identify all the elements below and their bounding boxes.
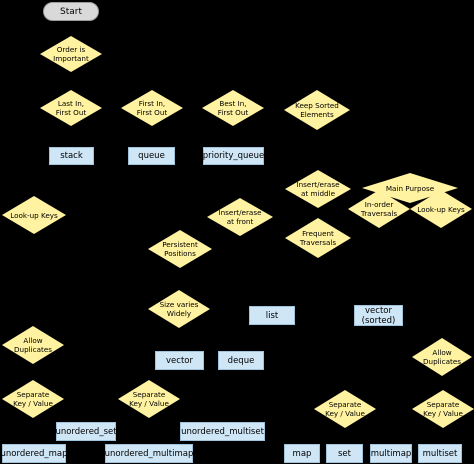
- decision-label: Keep Sorted Elements: [295, 101, 339, 119]
- container-unordered-map: unordered_map: [0, 444, 68, 463]
- decision-lifo: Last In, First Out: [40, 90, 102, 126]
- decision-label: Main Purpose: [385, 183, 435, 193]
- container-unordered-multimap: unordered_multimap: [105, 444, 193, 463]
- decision-insert-middle: Insert/erase at middle: [285, 170, 351, 208]
- decision-separate-key-value-right2: Separate Key / Value: [412, 390, 474, 428]
- decision-label: Separate Key / Value: [13, 390, 53, 408]
- decision-insert-front: Insert/erase at front: [207, 198, 273, 236]
- decision-bifo: Best In, First Out: [202, 90, 264, 126]
- decision-label: Order is Important: [53, 45, 89, 63]
- decision-frequent-traversals: Frequent Traversals: [285, 218, 351, 258]
- decision-separate-key-value-right1: Separate Key / Value: [314, 390, 376, 428]
- container-label: priority_queue: [202, 151, 265, 161]
- container-label: list: [265, 310, 279, 321]
- start-terminal: Start: [43, 2, 99, 21]
- container-map: map: [284, 444, 320, 463]
- start-label: Start: [60, 6, 82, 17]
- container-label: multiset: [422, 448, 458, 459]
- decision-label: Allow Duplicates: [423, 348, 461, 366]
- container-label: unordered_multiset: [181, 426, 264, 437]
- decision-label: Look-up Keys: [10, 210, 58, 220]
- container-label: unordered_multimap: [104, 448, 194, 459]
- container-deque: deque: [218, 351, 264, 370]
- container-unordered-set: unordered_set: [55, 422, 117, 441]
- container-unordered-multiset: unordered_multiset: [180, 422, 265, 441]
- decision-label: In-order Traversals: [360, 200, 398, 218]
- container-label: deque: [227, 355, 255, 366]
- decision-label: Best In, First Out: [217, 99, 249, 117]
- decision-label: Look-up Keys: [417, 204, 465, 214]
- decision-label: Separate Key / Value: [129, 390, 169, 408]
- decision-label: Size varies Widely: [159, 300, 199, 318]
- decision-label: Persistent Positions: [162, 240, 198, 258]
- decision-inorder-traversals: In-order Traversals: [348, 190, 410, 228]
- decision-label: Separate Key / Value: [423, 400, 463, 418]
- container-priority-queue: priority_queue: [203, 147, 264, 165]
- decision-persistent-positions: Persistent Positions: [148, 230, 212, 268]
- decision-allow-duplicates-left: Allow Duplicates: [2, 326, 64, 364]
- decision-label: Insert/erase at front: [218, 208, 262, 226]
- decision-order-important: Order is Important: [40, 36, 102, 72]
- decision-separate-key-value-left2: Separate Key / Value: [118, 380, 180, 418]
- container-label: stack: [60, 151, 83, 161]
- container-vector: vector: [155, 351, 204, 370]
- container-label: unordered_map: [0, 448, 68, 459]
- decision-label: Last In, First Out: [55, 99, 87, 117]
- container-stack: stack: [49, 147, 94, 165]
- container-multiset: multiset: [418, 444, 462, 463]
- decision-label: Separate Key / Value: [325, 400, 365, 418]
- container-multimap: multimap: [370, 444, 412, 463]
- decision-size-varies: Size varies Widely: [148, 290, 210, 328]
- decision-fifo: First In, First Out: [121, 90, 183, 126]
- container-label: multimap: [370, 448, 412, 459]
- decision-lookup-keys-right: Look-up Keys: [410, 190, 472, 228]
- decision-allow-duplicates-right: Allow Duplicates: [412, 338, 472, 376]
- decision-label: Insert/erase at middle: [296, 180, 340, 198]
- container-label: unordered_set: [55, 426, 117, 437]
- container-list: list: [249, 306, 295, 325]
- container-set: set: [326, 444, 363, 463]
- decision-lookup-keys-left: Look-up Keys: [2, 196, 66, 234]
- decision-keep-sorted: Keep Sorted Elements: [284, 90, 350, 130]
- container-label: map: [292, 448, 312, 459]
- container-label: vector: [166, 355, 193, 366]
- decision-label: Frequent Traversals: [299, 229, 337, 247]
- container-label: vector (sorted): [361, 305, 396, 326]
- container-label: set: [338, 448, 351, 459]
- decision-label: Allow Duplicates: [14, 336, 52, 354]
- container-label: queue: [138, 151, 165, 161]
- decision-separate-key-value-left1: Separate Key / Value: [2, 380, 64, 418]
- container-queue: queue: [128, 147, 175, 165]
- container-vector-sorted: vector (sorted): [354, 305, 403, 326]
- decision-label: First In, First Out: [136, 99, 168, 117]
